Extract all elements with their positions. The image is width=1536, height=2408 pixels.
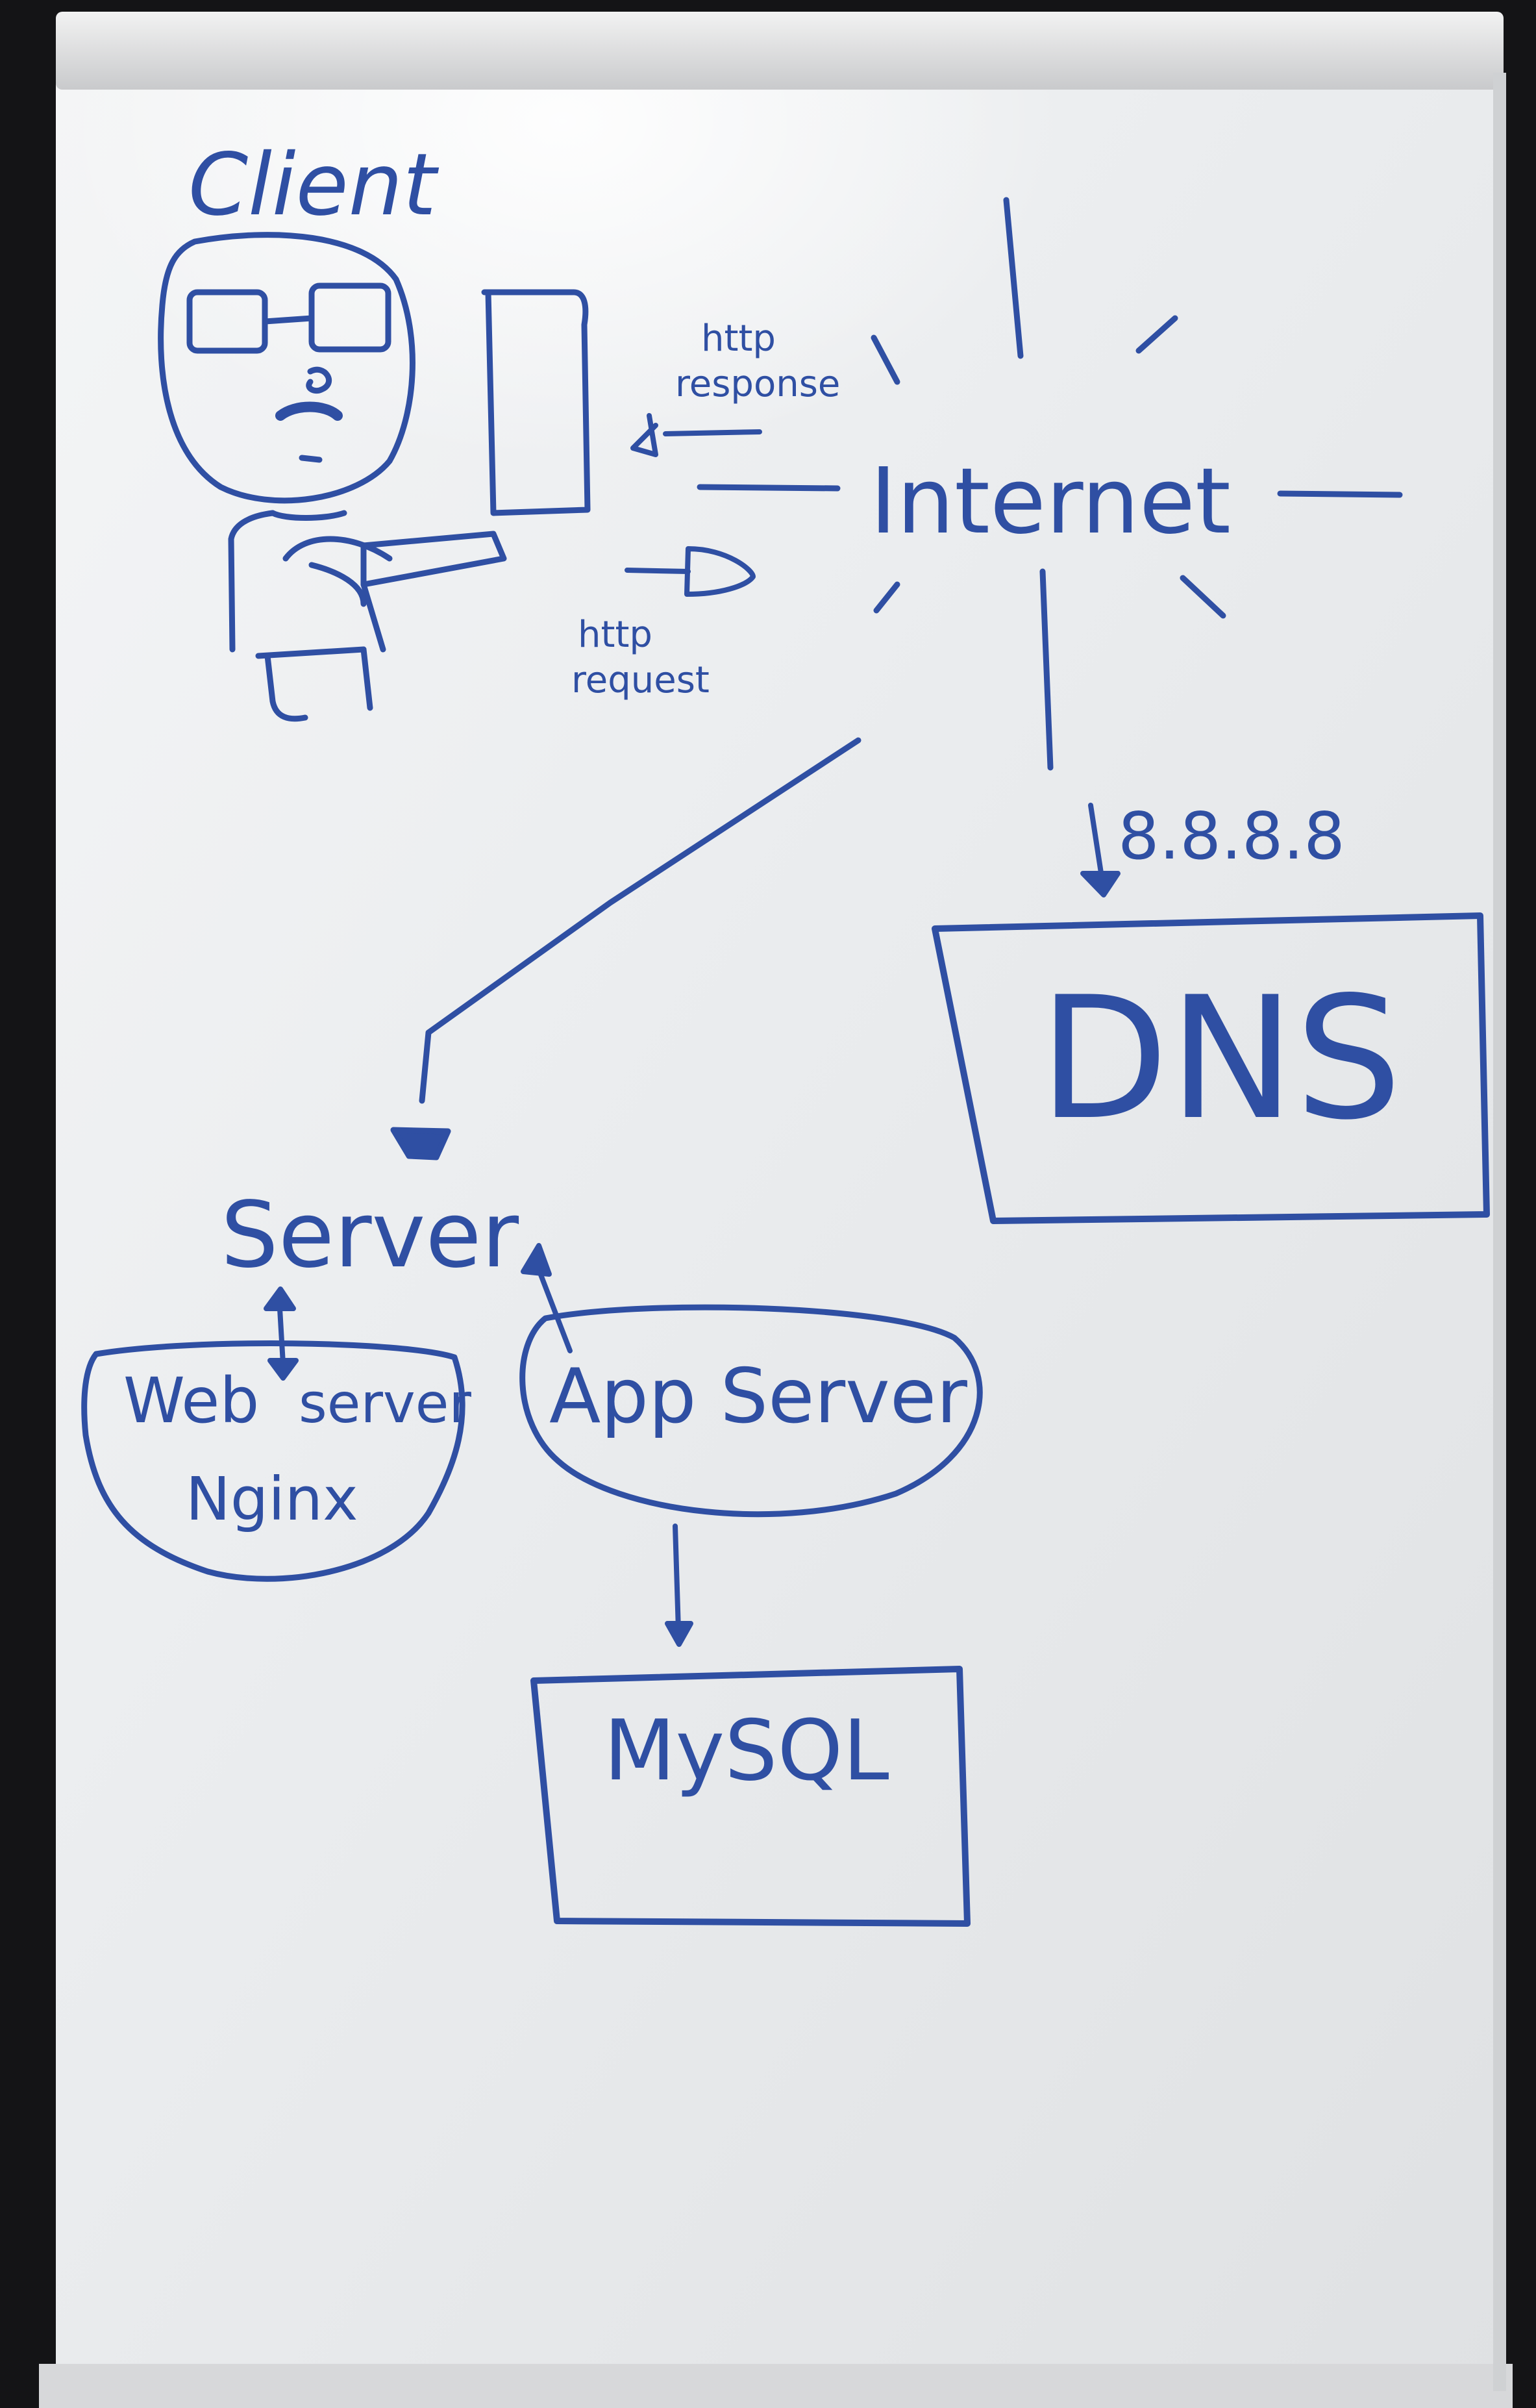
app-server-node: App Server — [519, 1304, 983, 1518]
http-request-arrow — [625, 546, 756, 597]
nginx-label: Nginx — [186, 1464, 358, 1534]
svg-text:request: request — [571, 659, 710, 701]
client-figure — [158, 232, 591, 722]
server-app-arrow — [521, 1243, 573, 1353]
client-label: Client — [188, 135, 439, 235]
board-top-rail — [56, 12, 1504, 90]
svg-text:response: response — [675, 363, 840, 405]
svg-text:http: http — [701, 318, 776, 360]
http-request-label: http request — [571, 614, 710, 701]
svg-text:server: server — [299, 1372, 471, 1435]
app-to-mysql-arrow — [665, 1524, 693, 1647]
dns-label: DNS — [1039, 961, 1402, 1157]
internet-to-server-arrow — [390, 737, 861, 1160]
board-bottom-rail — [39, 2364, 1513, 2408]
web-server-node: Web server Nginx — [81, 1286, 471, 1582]
mysql-box: MySQL — [530, 1666, 971, 1927]
server-label: Server — [221, 1183, 519, 1288]
dns-ip-label: 8.8.8.8 — [1118, 798, 1345, 874]
http-response-arrow — [630, 413, 762, 457]
http-response-label: http response — [675, 318, 840, 405]
mysql-label: MySQL — [604, 1703, 889, 1800]
internet-rays — [697, 197, 1403, 771]
internet-label: Internet — [870, 449, 1231, 555]
internet-to-dns-arrow — [1080, 803, 1121, 897]
svg-text:http: http — [578, 614, 652, 656]
app-server-label: App Server — [549, 1353, 967, 1440]
dns-box: DNS — [932, 912, 1490, 1224]
svg-text:Web: Web — [123, 1364, 259, 1437]
